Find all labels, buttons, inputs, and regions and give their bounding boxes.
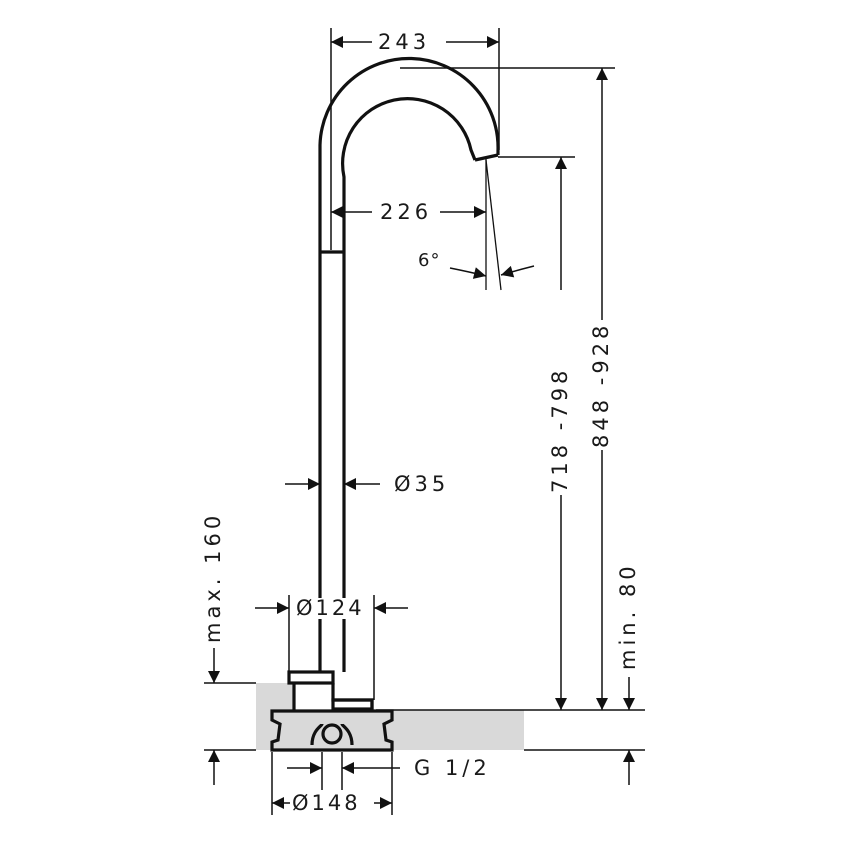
dim-mount-diameter: Ø148 — [290, 791, 363, 815]
dim-connection-thread: G 1/2 — [412, 756, 493, 780]
dim-max-installation-depth: max. 160 — [201, 509, 225, 645]
dim-pipe-diameter: Ø35 — [392, 472, 452, 496]
dim-total-height: 848 -928 — [589, 319, 613, 450]
dimension-lines — [208, 28, 635, 815]
dim-spout-angle: 6° — [416, 250, 443, 271]
dim-spout-reach-outer: 243 — [376, 30, 433, 54]
dim-base-cover-diameter: Ø124 — [294, 596, 367, 620]
faucet-body — [270, 56, 500, 752]
dim-min-floor-build-up: min. 80 — [616, 560, 640, 672]
water-jet-lines — [485, 158, 502, 291]
floor-section — [204, 682, 645, 751]
dim-spout-outlet-height: 718 -798 — [548, 364, 572, 495]
dim-spout-reach-inner: 226 — [378, 200, 435, 224]
